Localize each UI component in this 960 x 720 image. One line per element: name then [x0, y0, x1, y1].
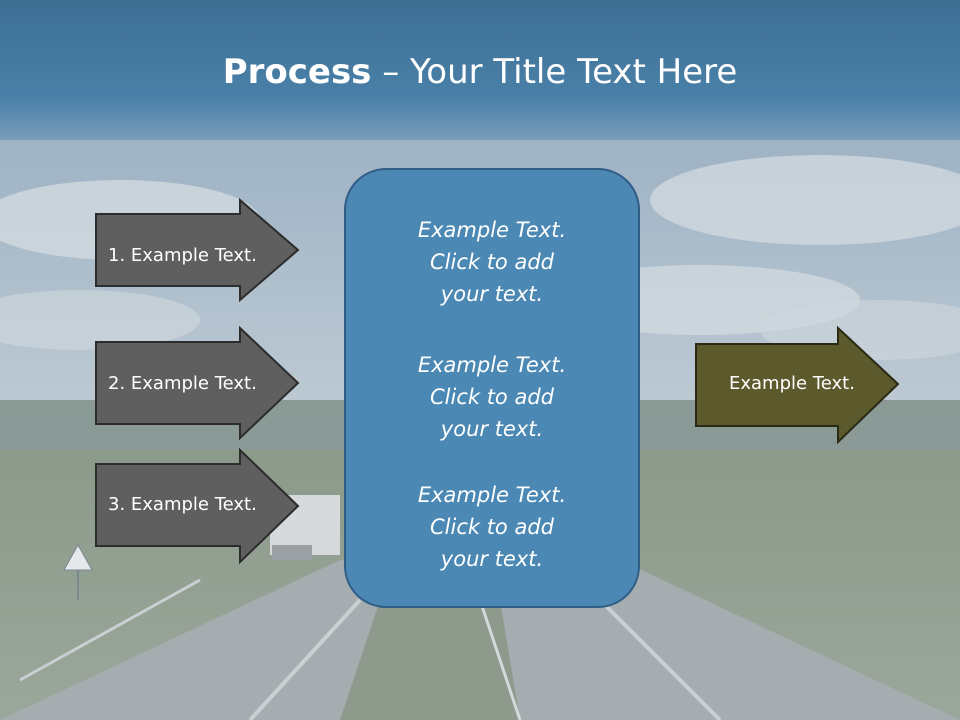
title-rest: – Your Title Text Here: [371, 52, 738, 92]
left-arrow-2-label: 2. Example Text.: [108, 373, 257, 394]
block-line: Click to add: [429, 515, 554, 539]
left-arrow-1[interactable]: [94, 198, 300, 302]
block-line: your text.: [440, 547, 544, 571]
block-line: Click to add: [429, 250, 554, 274]
title-band: [0, 0, 960, 140]
center-text-block-3: Example Text. Click to add your text.: [346, 479, 638, 575]
block-line: Example Text.: [417, 483, 567, 507]
block-line: Click to add: [429, 385, 554, 409]
left-arrow-3[interactable]: [94, 448, 300, 564]
title-bold: Process: [222, 52, 372, 92]
left-arrow-3-label: 3. Example Text.: [108, 494, 257, 515]
left-arrow-2[interactable]: [94, 326, 300, 440]
page-title[interactable]: Process – Your Title Text Here: [0, 52, 960, 92]
center-text-block-2: Example Text. Click to add your text.: [346, 349, 638, 445]
block-line: your text.: [440, 417, 544, 441]
block-line: Example Text.: [417, 353, 567, 377]
block-line: Example Text.: [417, 218, 567, 242]
right-arrow-label: Example Text.: [729, 373, 855, 394]
right-arrow[interactable]: [694, 326, 900, 444]
left-arrow-1-label: 1. Example Text.: [108, 245, 257, 266]
block-line: your text.: [440, 282, 544, 306]
center-text-box[interactable]: Example Text. Click to add your text. Ex…: [344, 168, 640, 608]
center-text-block-1: Example Text. Click to add your text.: [346, 214, 638, 310]
